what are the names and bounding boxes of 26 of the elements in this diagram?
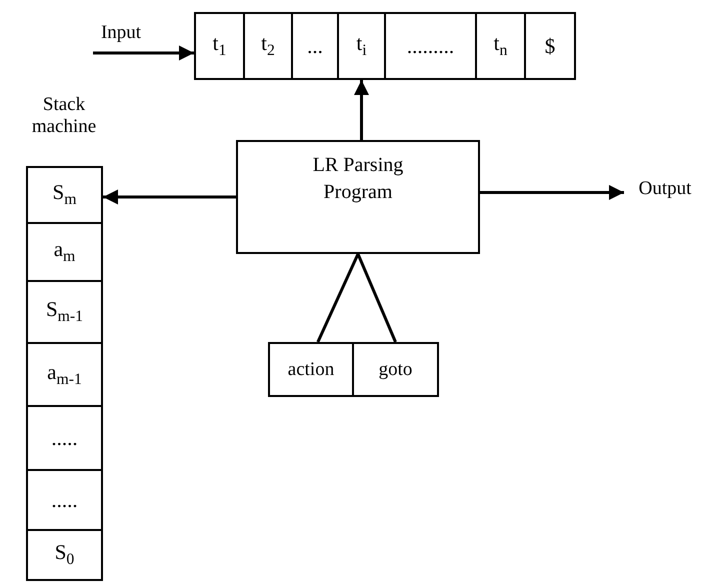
stack-cell: S$_{m-1}$ xyxy=(26,280,103,344)
tape-cell: t$_{n}$ xyxy=(475,12,526,80)
stack-cell: ..... xyxy=(26,469,103,531)
tape-cell: $ xyxy=(524,12,576,80)
table-cell: goto xyxy=(352,342,439,397)
connector-line xyxy=(356,253,397,343)
tape-cell: t$_{1}$ xyxy=(194,12,245,80)
stack-heading: Stack machine xyxy=(30,94,98,138)
table-cell: action xyxy=(268,342,354,397)
arrow xyxy=(480,184,624,200)
stack-cell: a$_{m-1}$ xyxy=(26,342,103,407)
connector-line xyxy=(316,253,360,343)
tape-cell: t$_{i}$ xyxy=(337,12,386,80)
stack-cell: S$_{m}$ xyxy=(26,166,103,224)
stack-cell: a$_{m}$ xyxy=(26,222,103,282)
tape-cell: ......... xyxy=(384,12,477,80)
tape-cell: ... xyxy=(291,12,339,80)
input-label: Input xyxy=(93,22,149,53)
stack-cell: ..... xyxy=(26,405,103,471)
tape-cell: t$_{2}$ xyxy=(243,12,293,80)
arrow xyxy=(354,80,369,140)
output-label: Output xyxy=(624,178,706,208)
arrow xyxy=(93,46,194,60)
process-box: LR Parsing Program xyxy=(236,140,480,254)
stack-cell: S$_{0}$ xyxy=(26,529,103,581)
arrow xyxy=(103,190,236,204)
